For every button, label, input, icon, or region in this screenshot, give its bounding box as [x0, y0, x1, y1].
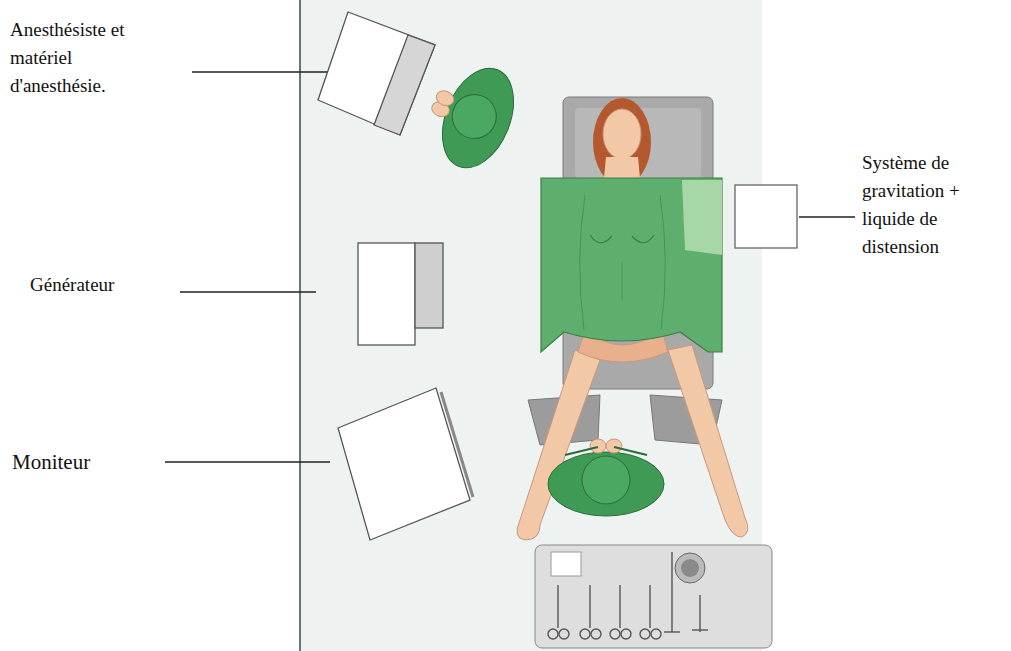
leader-line: [180, 291, 316, 292]
instrument-tray: [551, 552, 581, 576]
anesthesia-cart: [374, 35, 435, 135]
instrument-tray: [640, 629, 650, 639]
instrument-tray: [619, 585, 620, 628]
instrument-tray: [675, 553, 705, 583]
instrument-tray: [535, 545, 772, 648]
generator-unit: [358, 243, 443, 345]
label-holder: Système de gravitation + liquide de dist…: [862, 149, 970, 261]
instrument-tray: [548, 629, 558, 639]
patient-figure: [590, 235, 654, 243]
surgeon-figure: [565, 447, 647, 455]
instrument-tray: [589, 585, 590, 628]
anesthesia-cart: [318, 12, 435, 135]
floor-panel: [300, 0, 762, 651]
label-holder: Moniteur: [12, 447, 90, 478]
instrument-tray: [591, 629, 601, 639]
leader-line: [799, 216, 855, 217]
surgeon-figure: [548, 439, 664, 516]
instrument-tray: [651, 629, 661, 639]
anesthetist-figure: [446, 88, 503, 145]
anesthetist-figure: [415, 52, 527, 178]
instrument-tray: [681, 559, 699, 577]
instrument-tray: [649, 585, 650, 628]
instrument-tray: [621, 629, 631, 639]
instrument-tray: [692, 629, 708, 630]
monitor-unit: [338, 388, 470, 540]
anesthesia-cart: [318, 12, 435, 135]
surgeon-figure: [582, 456, 630, 504]
patient-figure: [604, 157, 640, 178]
instrument-tray: [559, 629, 569, 639]
callout-label: Système de gravitation + liquide de dist…: [862, 149, 970, 261]
label-holder: Générateur: [30, 271, 114, 299]
anesthetist-figure: [434, 88, 456, 108]
surgeon-figure: [606, 439, 622, 453]
instrument-tray: [557, 585, 558, 628]
floor-panel: [299, 0, 301, 651]
patient-figure: [593, 98, 651, 186]
monitor-unit: [338, 388, 473, 540]
floor-panel: [300, 0, 762, 651]
patient-figure: [517, 98, 748, 540]
leader-line: [165, 72, 855, 462]
instrument-tray: [671, 552, 672, 632]
patient-figure: [580, 195, 666, 330]
generator-unit: [358, 243, 415, 345]
gravity-system-box: [735, 185, 797, 248]
callout-label: Anesthésiste et matériel d'anesthésie.: [10, 16, 128, 100]
instrument-tray: [548, 552, 708, 639]
patient-figure: [541, 178, 722, 352]
monitor-unit: [441, 392, 473, 497]
instrument-tray: [535, 545, 772, 648]
instrument-tray: [580, 629, 590, 639]
label-holder: Anesthésiste et matériel d'anesthésie.: [10, 16, 128, 100]
callout-label: Moniteur: [12, 447, 90, 478]
surgeon-figure: [590, 439, 606, 453]
instrument-tray: [699, 595, 700, 632]
gravity-system-box: [735, 185, 797, 248]
leader-line: [192, 71, 345, 72]
leader-line: [165, 461, 330, 462]
generator-unit: [415, 243, 443, 328]
callout-label: Générateur: [30, 271, 114, 299]
anesthetist-figure: [429, 58, 527, 178]
surgeon-figure: [548, 452, 664, 516]
patient-figure: [668, 345, 748, 537]
instrument-tray: [664, 631, 680, 632]
patient-figure: [682, 180, 722, 255]
instrument-tray: [610, 629, 620, 639]
patient-figure: [603, 109, 641, 159]
